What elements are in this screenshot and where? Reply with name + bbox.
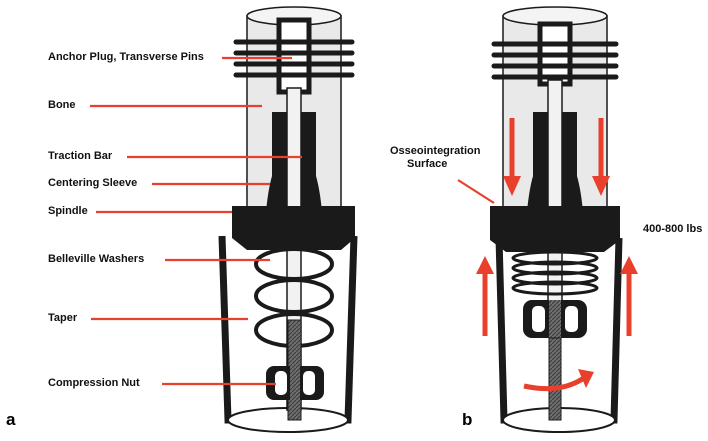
anchor-plug (276, 17, 312, 95)
panel-a-device (218, 6, 358, 433)
arrow-down-icon (592, 118, 610, 196)
label-taper: Taper (48, 312, 78, 324)
threaded-rod-b (548, 337, 562, 421)
label-osseointegration: Osseointegration (390, 145, 481, 157)
transverse-pins-b (491, 41, 619, 80)
label-traction-bar: Traction Bar (48, 150, 113, 162)
label-centering-sleeve: Centering Sleeve (48, 177, 138, 189)
label-surface: Surface (407, 158, 448, 170)
panel-b-device (490, 6, 623, 433)
panel-label-b: b (462, 410, 473, 429)
spindle-b (490, 206, 620, 252)
spindle (232, 206, 355, 250)
transverse-pins (233, 39, 355, 78)
osseo-leader (457, 179, 495, 204)
label-force: 400-800 lbs (643, 223, 703, 235)
label-belleville-washers: Belleville Washers (48, 253, 145, 265)
arrow-up-icon (620, 256, 638, 336)
label-bone: Bone (48, 99, 76, 111)
compression-nut-b (523, 300, 587, 338)
label-spindle: Spindle (48, 205, 88, 217)
label-compression-nut: Compression Nut (48, 377, 140, 389)
centering-sleeve-b-right (562, 112, 583, 212)
arrow-down-icon (503, 118, 521, 196)
centering-sleeve-right (301, 112, 322, 212)
panel-label-a: a (6, 410, 16, 429)
arrow-up-icon (476, 256, 494, 336)
leader-lines-a (90, 56, 302, 386)
compression-nut (266, 366, 324, 400)
centering-sleeve-b (527, 112, 548, 212)
curved-rotation-arrow-icon (523, 369, 594, 392)
traction-bar-b (547, 79, 563, 325)
centering-sleeve (266, 112, 287, 212)
force-arrows (476, 118, 638, 392)
label-anchor-plug: Anchor Plug, Transverse Pins (48, 51, 204, 63)
compressed-washers (511, 250, 599, 296)
